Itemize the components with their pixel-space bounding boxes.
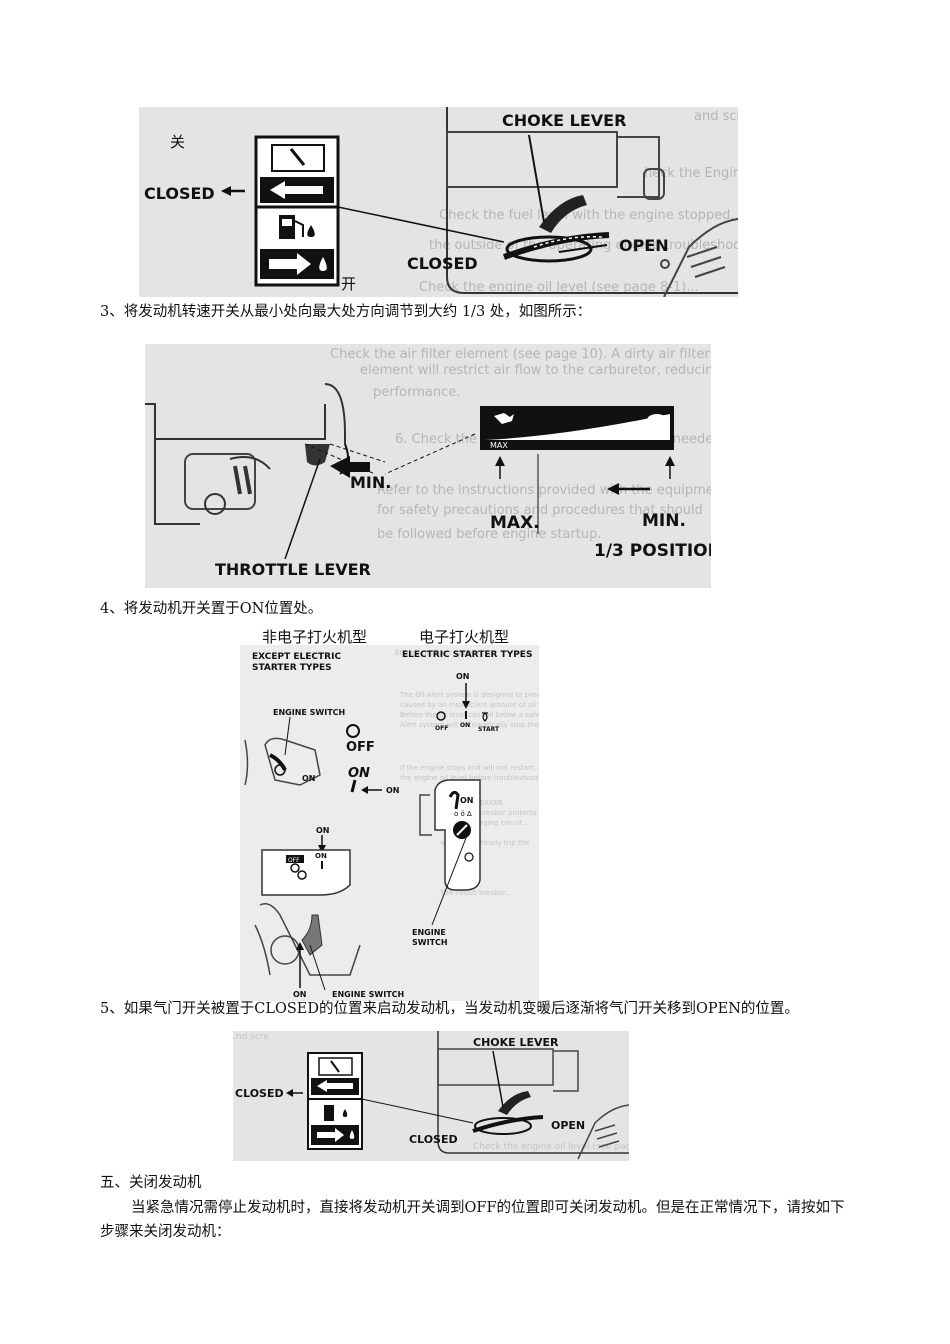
gauge-min: MIN [650,441,665,450]
choke-lever-label: CHOKE LEVER [502,111,626,130]
closed-cn-label: 关 [170,133,186,151]
svg-text:o ö ∆: o ö ∆ [454,810,472,818]
on-label: ON [386,786,400,795]
position-label: 1/3 POSITION [594,541,711,561]
closed-bottom-label: CLOSED [407,254,478,273]
choke-lever-label: CHOKE LEVER [473,1036,559,1049]
svg-text:The circuit breaker protects t: The circuit breaker protects the [439,809,539,817]
section-5-paragraph: 当紧急情况需停止发动机时，直接将发动机开关调到OFF的位置即可关闭发动机。但是在… [100,1200,845,1240]
open-label: OPEN [619,236,669,255]
bg-text-line: for safety precautions and procedures th… [377,503,703,518]
svg-text:Engine OIL Alert system: Engine OIL Alert system [395,649,479,657]
closed-label: CLOSED [235,1087,284,1100]
choke-lever-small-figure: .nd scre Check the engine oil level (see… [233,1031,629,1161]
bg-text-line: and screen [694,109,738,124]
svg-text:caused by an insufficient amou: caused by an insufficient amount of oil … [400,701,539,709]
electric-caption: 电子打火机型 [419,628,510,646]
step-5-text: 5、如果气门开关被置于CLOSED的位置来启动发动机，当发动机变暖后逐渐将气门开… [100,1001,799,1017]
on-label: ON [293,990,307,999]
start-label: START [478,726,500,733]
step-3-text: 3、将发动机转速开关从最小处向最大处方向调节到大约 1/3 处，如图所示： [100,304,592,320]
open-cn-label: 开 [341,275,357,293]
engine-switch-label: ENGINE SWITCH [273,708,345,717]
bg-text-line: performance. [373,385,460,400]
gauge-rpm: RPM [570,441,587,450]
on-label: ON [456,672,470,681]
throttle-lever-figure: Check the air filter element (see page 1… [145,344,711,588]
svg-text:.nd scre: .nd scre [233,1032,269,1042]
gauge-max: MAX [490,441,508,450]
svg-text:Before the oil level can fall: Before the oil level can fall below a sa… [400,711,539,719]
bg-text-line: heck the Engine [644,166,738,181]
svg-text:the engine oil level before tr: the engine oil level before troubleshoot… [400,774,539,782]
step-4-text: 4、将发动机开关置于ON位置处。 [100,601,323,617]
min-label: MIN. [642,511,686,531]
bg-text-line: Refer to the instructions provided with … [377,483,711,498]
engine-switch-bottom-label: ENGINE SWITCH [332,990,404,999]
except-title-line1: EXCEPT ELECTRIC [252,652,341,662]
svg-text:The Oil Alert system is design: The Oil Alert system is designed to prev… [399,691,539,699]
svg-text:If the engine stops and will n: If the engine stops and will not restart… [400,764,539,772]
throttle-lever-label: THROTTLE LEVER [215,560,371,579]
svg-text:Alert system will automaticall: Alert system will automatically stop the… [400,721,539,729]
section-5-title: 五、关闭发动机 [100,1175,202,1191]
closed-bottom-label: CLOSED [409,1133,458,1146]
choke-lever-figure: and screen heck the Engine Check the fue… [139,107,738,297]
on-label: ON [460,722,470,729]
bg-text-line: Check the air filter element (see page 1… [330,347,710,362]
bg-text-line: be followed before engine startup. [377,527,601,542]
engine-switch-right-label: ENGINE [412,928,446,937]
bg-text-line: Check the fuel level with the engine sto… [439,208,738,223]
on-label: ON [316,826,330,835]
non-electric-caption: 非电子打火机型 [262,628,368,646]
on-label: ON [302,774,316,783]
open-label: OPEN [551,1119,585,1132]
engine-switch-figure: Engine OIL Alert system The Oil Alert sy… [240,645,539,1001]
off-label: OFF [435,725,448,732]
bg-text-line: element will restrict air flow to the ca… [360,363,711,378]
off-big: OFF [346,740,375,755]
on-big: ON [348,766,370,781]
except-title-line2: STARTER TYPES [252,663,332,673]
closed-label: CLOSED [144,184,215,203]
min-arrow-label: MIN. [350,473,391,492]
electric-title: ELECTRIC STARTER TYPES [402,650,532,660]
on-label: ON [460,796,474,805]
max-label: MAX. [490,513,540,533]
svg-text:will automatically trip the: will automatically trip the [440,839,529,847]
engine-switch-right-label: SWITCH [412,938,448,947]
bg-text-line: Check the engine oil level (see page 8-1… [419,280,699,295]
svg-text:Check the engine oil level (se: Check the engine oil level (see page 8-1… [473,1142,629,1152]
svg-text:The circuit breaker...: The circuit breaker... [439,889,512,897]
on-label: ON [315,852,327,860]
svg-text:battery charging circuit...: battery charging circuit... [440,819,529,827]
off-label: OFF [288,857,300,864]
